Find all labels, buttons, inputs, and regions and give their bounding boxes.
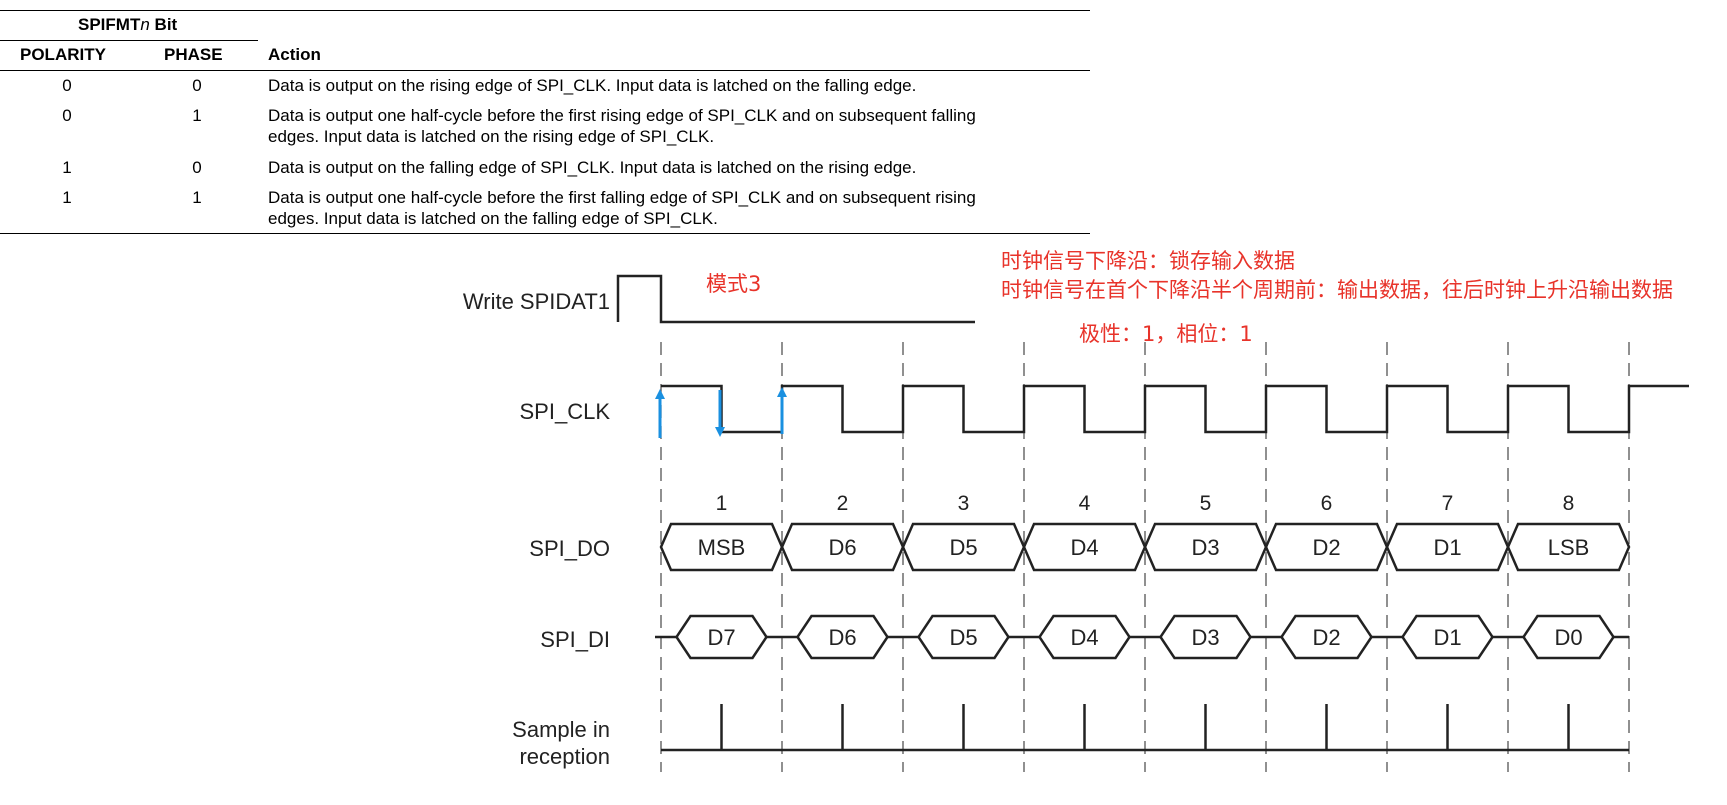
table-bottom-rule bbox=[0, 233, 1090, 234]
row-4-phase: 1 bbox=[192, 188, 202, 207]
spi-di-bit-value-5: D3 bbox=[1191, 625, 1219, 650]
spi-do-bit-value-8: LSB bbox=[1548, 535, 1590, 560]
row-2-phase: 1 bbox=[192, 106, 202, 125]
header-polarity: POLARITY bbox=[20, 45, 106, 64]
spi-do-bit-value-6: D2 bbox=[1312, 535, 1340, 560]
bit-number-8: 8 bbox=[1563, 492, 1575, 515]
spi-di-bit-box-2 bbox=[795, 614, 890, 660]
header-bottom-rule bbox=[0, 70, 1090, 71]
row-4-action-line-1: Data is output one half-cycle before the… bbox=[268, 188, 976, 207]
bit-number-row: 1 2 3 4 5 6 7 8 bbox=[716, 492, 1575, 515]
spi-di-bit-box-5 bbox=[1158, 614, 1253, 660]
spi-di-bit-value-8: D0 bbox=[1554, 625, 1582, 650]
row-4-action-line-2: edges. Input data is latched on the fall… bbox=[268, 209, 718, 228]
spi-clk-waveform bbox=[661, 384, 1689, 434]
row-2-action-line-1: Data is output one half-cycle before the… bbox=[268, 106, 976, 125]
spi-di-bit-value-1: D7 bbox=[707, 625, 735, 650]
row-3-phase: 0 bbox=[192, 158, 202, 177]
group-header-rule bbox=[0, 40, 258, 41]
row-2-action-line-2: edges. Input data is latched on the risi… bbox=[268, 127, 715, 146]
polarity-phase-annotation: 极性：1，相位：1 bbox=[1079, 322, 1253, 346]
bit-number-6: 6 bbox=[1321, 492, 1333, 515]
write-spidat1-waveform bbox=[616, 274, 975, 324]
sample-label-line-2: reception bbox=[519, 744, 610, 769]
table-top-rule bbox=[0, 10, 1090, 11]
spi-di-bit-box-7 bbox=[1400, 614, 1495, 660]
falling-edge-latch-annotation: 时钟信号下降沿：锁存输入数据 bbox=[1001, 249, 1295, 273]
bit-number-2: 2 bbox=[837, 492, 849, 515]
spi-di-bit-value-4: D4 bbox=[1070, 625, 1098, 650]
spi-di-bit-value-2: D6 bbox=[828, 625, 856, 650]
spi-do-bit-value-4: D4 bbox=[1070, 535, 1098, 560]
sample-label-line-1: Sample in bbox=[512, 717, 610, 742]
bit-number-5: 5 bbox=[1200, 492, 1212, 515]
spi-di-bit-box-1 bbox=[674, 614, 769, 660]
bit-number-7: 7 bbox=[1442, 492, 1454, 515]
group-header: SPIFMTn Bit bbox=[78, 15, 178, 34]
row-1-action: Data is output on the rising edge of SPI… bbox=[268, 76, 917, 95]
spi-do-bus: MSB D6 D5 D4 D3 D2 D1 LSB bbox=[659, 522, 1631, 572]
header-phase: PHASE bbox=[164, 45, 223, 64]
row-1-phase: 0 bbox=[192, 76, 202, 95]
row-4-polarity: 1 bbox=[62, 188, 72, 207]
spi-di-bit-box-8 bbox=[1521, 614, 1616, 660]
bit-number-3: 3 bbox=[958, 492, 970, 515]
spi-di-bit-box-3 bbox=[916, 614, 1011, 660]
spi-clk-label: SPI_CLK bbox=[520, 399, 611, 424]
spi-di-bit-box-4 bbox=[1037, 614, 1132, 660]
spi-do-bit-value-1: MSB bbox=[698, 535, 746, 560]
mode-annotation: 模式3 bbox=[706, 272, 762, 296]
spi-di-bit-box-6 bbox=[1279, 614, 1374, 660]
spi-di-bit-value-7: D1 bbox=[1433, 625, 1461, 650]
header-action: Action bbox=[268, 45, 321, 64]
bit-number-1: 1 bbox=[716, 492, 728, 515]
sample-in-reception-waveform bbox=[661, 704, 1629, 752]
row-1-polarity: 0 bbox=[62, 76, 72, 95]
spi-do-label: SPI_DO bbox=[529, 536, 610, 561]
spi-di-label: SPI_DI bbox=[540, 627, 610, 652]
spi-do-bit-box-8 bbox=[1506, 522, 1631, 572]
write-spidat1-label: Write SPIDAT1 bbox=[463, 289, 610, 314]
spi-do-bit-value-3: D5 bbox=[949, 535, 977, 560]
spi-do-bit-value-7: D1 bbox=[1433, 535, 1461, 560]
output-timing-annotation: 时钟信号在首个下降沿半个周期前：输出数据，往后时钟上升沿输出数据 bbox=[1001, 278, 1673, 302]
row-2-polarity: 0 bbox=[62, 106, 72, 125]
row-3-action: Data is output on the falling edge of SP… bbox=[268, 158, 917, 177]
bit-number-4: 4 bbox=[1079, 492, 1091, 515]
spi-do-bit-value-5: D3 bbox=[1191, 535, 1219, 560]
spi-format-table: SPIFMTn Bit POLARITY PHASE Action 0 0 Da… bbox=[0, 0, 1090, 240]
row-3-polarity: 1 bbox=[62, 158, 72, 177]
spi-di-bus: D7 D6 D5 D4 D3 D2 D1 D0 bbox=[655, 614, 1629, 660]
spi-di-bit-value-3: D5 bbox=[949, 625, 977, 650]
spi-do-bit-value-2: D6 bbox=[828, 535, 856, 560]
spi-di-bit-value-6: D2 bbox=[1312, 625, 1340, 650]
